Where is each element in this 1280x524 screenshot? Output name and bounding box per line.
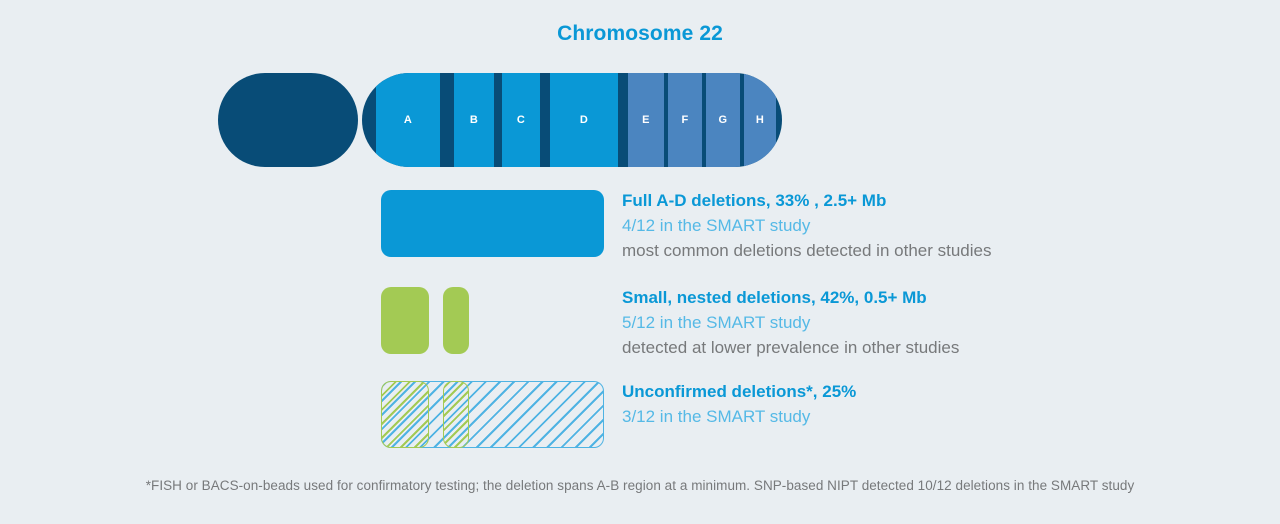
- chromosome-band-A: [376, 73, 440, 167]
- swatch-bar-blue: [381, 190, 604, 257]
- chromosome-band-C: [502, 73, 540, 167]
- legend-text-block: Small, nested deletions, 42%, 0.5+ Mb 5/…: [622, 285, 1280, 360]
- chromosome-band-E: [628, 73, 664, 167]
- swatch-bar-green-narrow: [443, 287, 469, 354]
- legend-subtext: 4/12 in the SMART study: [622, 216, 811, 235]
- legend-text-block: Unconfirmed deletions*, 25% 3/12 in the …: [622, 379, 1280, 429]
- legend-note: detected at lower prevalence in other st…: [622, 338, 960, 357]
- chromosome-q-arm: A B C D E F G H: [362, 73, 782, 167]
- chromosome-band-F: [668, 73, 702, 167]
- footnote: *FISH or BACS-on-beads used for confirma…: [145, 478, 1135, 493]
- legend-subtext: 3/12 in the SMART study: [622, 407, 811, 426]
- swatch-bar-green-wide: [381, 287, 429, 354]
- chromosome-diagram: A B C D E F G H: [218, 73, 782, 167]
- swatch-bar-hatched-green-wide: [381, 381, 429, 448]
- legend-text-block: Full A-D deletions, 33% , 2.5+ Mb 4/12 i…: [622, 188, 1280, 263]
- page-title: Chromosome 22: [557, 22, 723, 45]
- legend-swatch-solid-blue: [381, 190, 604, 257]
- legend-note: most common deletions detected in other …: [622, 241, 992, 260]
- legend-heading: Full A-D deletions, 33% , 2.5+ Mb: [622, 191, 887, 210]
- swatch-bar-hatched-green-narrow: [443, 381, 469, 448]
- chromosome-band-B: [454, 73, 494, 167]
- legend-heading: Small, nested deletions, 42%, 0.5+ Mb: [622, 288, 927, 307]
- legend-subtext: 5/12 in the SMART study: [622, 313, 811, 332]
- chromosome-band-G: [706, 73, 740, 167]
- legend-heading: Unconfirmed deletions*, 25%: [622, 382, 857, 401]
- chromosome-band-D: [550, 73, 618, 167]
- chromosome-p-arm: [218, 73, 358, 167]
- chromosome-band-H: [744, 73, 776, 167]
